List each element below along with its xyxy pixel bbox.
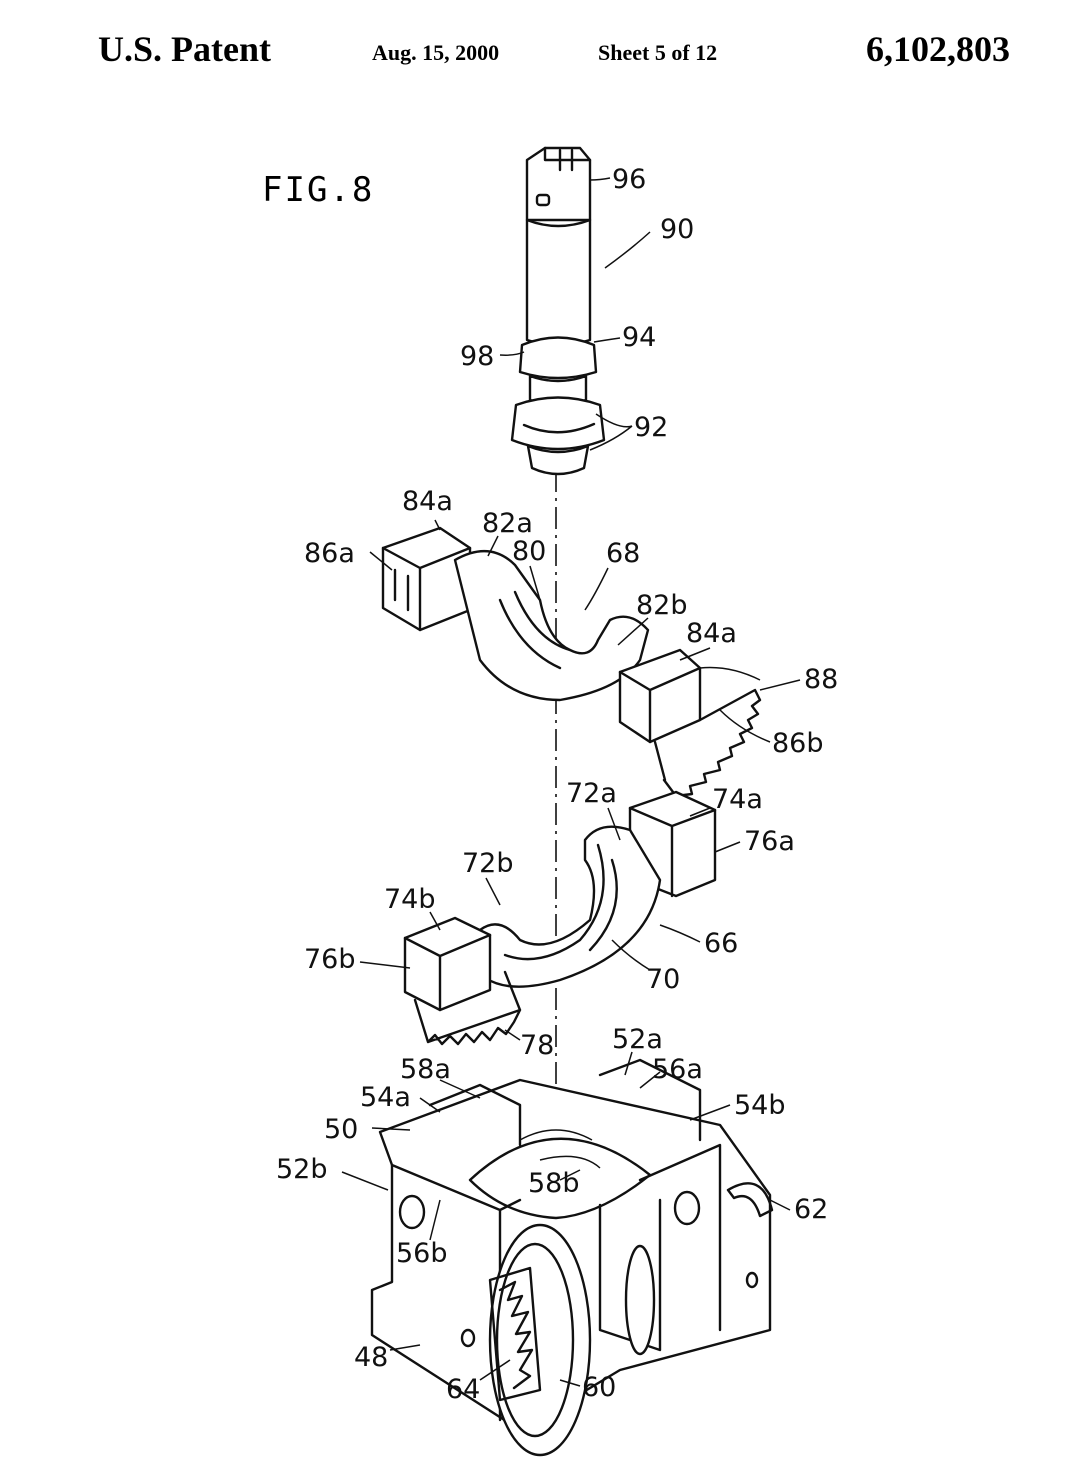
label-84a-lower: 84a <box>686 618 737 649</box>
patent-title: U.S. Patent <box>98 29 271 69</box>
label-60: 60 <box>582 1372 616 1403</box>
label-54a: 54a <box>360 1082 411 1113</box>
label-86a: 86a <box>304 538 355 569</box>
patent-number: 6,102,803 <box>866 29 1010 69</box>
housing-48 <box>370 1058 774 1457</box>
label-86b: 86b <box>772 728 824 759</box>
label-98: 98 <box>460 341 494 372</box>
label-82b: 82b <box>636 590 688 621</box>
label-66: 66 <box>704 928 738 959</box>
gear-segment-66 <box>403 790 717 1046</box>
label-56b: 56b <box>396 1238 448 1269</box>
label-64: 64 <box>446 1374 480 1405</box>
label-52b: 52b <box>276 1154 328 1185</box>
label-52a: 52a <box>612 1024 663 1055</box>
label-74a: 74a <box>712 784 763 815</box>
label-62: 62 <box>794 1194 828 1225</box>
label-92: 92 <box>634 412 668 443</box>
label-70: 70 <box>646 964 680 995</box>
label-94: 94 <box>622 322 656 353</box>
label-58a: 58a <box>400 1054 451 1085</box>
label-76a: 76a <box>744 826 795 857</box>
label-58b: 58b <box>528 1168 580 1199</box>
label-74b: 74b <box>384 884 436 915</box>
label-56a: 56a <box>652 1054 703 1085</box>
label-90: 90 <box>660 214 694 245</box>
reference-labels: 96 90 98 94 92 84a 82a 86a 80 68 82b 84a… <box>276 164 838 1405</box>
shaft-90 <box>510 146 606 476</box>
label-72a: 72a <box>566 778 617 809</box>
label-82a: 82a <box>482 508 533 539</box>
leader-lines <box>341 177 801 1387</box>
label-88: 88 <box>804 664 838 695</box>
label-48: 48 <box>354 1342 388 1373</box>
figure-title: FIG.8 <box>262 170 375 210</box>
label-50: 50 <box>324 1114 358 1145</box>
label-76b: 76b <box>304 944 356 975</box>
label-72b: 72b <box>462 848 514 879</box>
patent-date: Aug. 15, 2000 <box>372 40 500 65</box>
gear-segment-68 <box>381 526 762 798</box>
label-96: 96 <box>612 164 646 195</box>
label-54b: 54b <box>734 1090 786 1121</box>
label-78: 78 <box>520 1030 554 1061</box>
sheet-number: Sheet 5 of 12 <box>598 40 718 65</box>
label-80: 80 <box>512 536 546 567</box>
label-84a-upper: 84a <box>402 486 453 517</box>
label-68: 68 <box>606 538 640 569</box>
